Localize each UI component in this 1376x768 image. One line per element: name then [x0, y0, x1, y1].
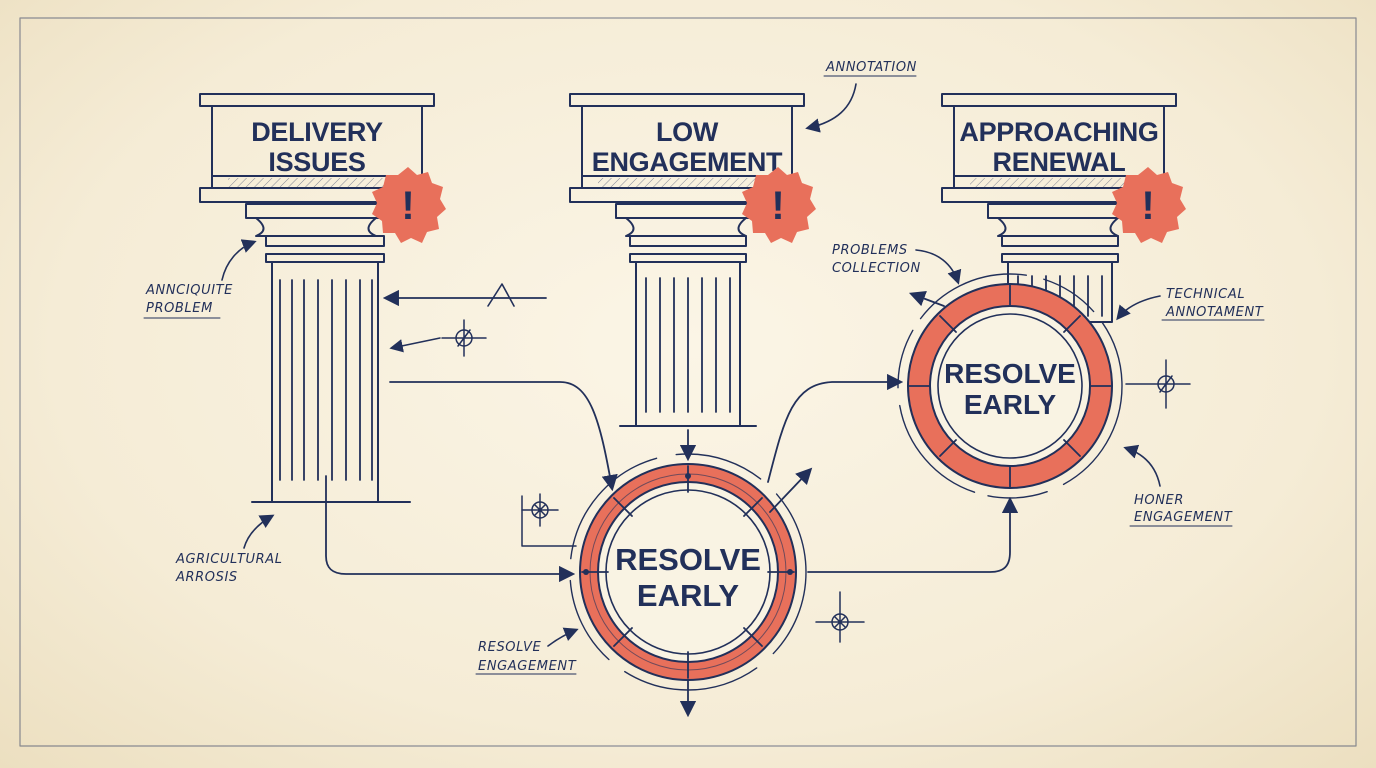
svg-text:ANNOTAMENT: ANNOTAMENT	[1165, 305, 1264, 320]
warning-badge-icon: !	[742, 167, 816, 243]
crosshair-icon	[1125, 359, 1191, 409]
annotation-technical: TECHNICAL ANNOTAMENT	[1116, 287, 1265, 321]
resolve-label-line2: EARLY	[964, 389, 1057, 420]
flow-connectors	[325, 289, 1019, 718]
svg-text:AGRICULTURAL: AGRICULTURAL	[175, 552, 283, 567]
annotation-resolve-engagement: RESOLVE ENGAGEMENT	[475, 627, 579, 675]
svg-text:ANNCIQUITE: ANNCIQUITE	[145, 283, 233, 298]
annotation-top: ANNOTATION	[805, 60, 917, 133]
connector-arrow	[389, 381, 618, 492]
crosshair-icon	[521, 493, 577, 547]
crosshair-marks	[389, 283, 1191, 643]
connector-arrow	[325, 475, 576, 583]
crosshair-icon	[441, 319, 487, 357]
warning-badge-icon: !	[1112, 167, 1186, 243]
svg-text:RESOLVE: RESOLVE	[478, 640, 542, 655]
frame-border	[19, 17, 1357, 747]
svg-text:COLLECTION: COLLECTION	[832, 261, 921, 276]
svg-text:!: !	[771, 184, 784, 228]
pillar-title-line1: DELIVERY	[251, 117, 383, 147]
annotation-problems-collection: PROBLEMS COLLECTION	[832, 243, 962, 285]
svg-text:ENGAGEMENT: ENGAGEMENT	[478, 659, 577, 674]
crosshair-icon	[815, 591, 865, 643]
pillar-low-engagement: LOW ENGAGEMENT !	[569, 93, 816, 427]
connector-arrow	[389, 337, 441, 353]
annotation-honer-engagement: HONER ENGAGEMENT	[1123, 444, 1233, 527]
annotation-left-problem: ANNCIQUITE PROBLEM	[143, 239, 257, 319]
resolve-label-line2: EARLY	[637, 578, 740, 613]
resolve-node-right: RESOLVE EARLY	[897, 273, 1123, 499]
sketch-a-mark	[487, 283, 515, 307]
connector-arrow	[769, 467, 813, 513]
connector-arrow	[807, 496, 1019, 573]
pillar-title-line2: RENEWAL	[993, 147, 1126, 177]
svg-text:HONER: HONER	[1134, 493, 1184, 508]
resolve-node-center: RESOLVE EARLY	[569, 453, 807, 691]
pillar-approaching-renewal: APPROACHING RENEWAL !	[941, 93, 1186, 323]
svg-text:PROBLEM: PROBLEM	[146, 301, 213, 316]
pillar-title-line1: LOW	[656, 117, 719, 147]
svg-text:ANNOTATION: ANNOTATION	[825, 60, 917, 75]
svg-text:!: !	[1141, 184, 1154, 228]
svg-text:ARROSIS: ARROSIS	[175, 570, 238, 585]
svg-text:PROBLEMS: PROBLEMS	[832, 243, 908, 258]
pillar-title-line2: ENGAGEMENT	[592, 147, 783, 177]
connector-arrow	[767, 373, 904, 483]
warning-badge-icon: !	[372, 167, 446, 243]
resolve-label-line1: RESOLVE	[615, 542, 761, 577]
resolve-label-line1: RESOLVE	[944, 358, 1076, 389]
pillar-title-line2: ISSUES	[268, 147, 365, 177]
annotation-left-bottom: AGRICULTURAL ARROSIS	[175, 514, 283, 585]
connector-arrow	[908, 290, 945, 307]
pillar-title-line1: APPROACHING	[959, 117, 1158, 147]
svg-text:TECHNICAL: TECHNICAL	[1166, 287, 1245, 302]
svg-text:ENGAGEMENT: ENGAGEMENT	[1134, 510, 1233, 525]
svg-text:!: !	[401, 184, 414, 228]
pillar-delivery-issues: DELIVERY ISSUES !	[199, 93, 446, 503]
